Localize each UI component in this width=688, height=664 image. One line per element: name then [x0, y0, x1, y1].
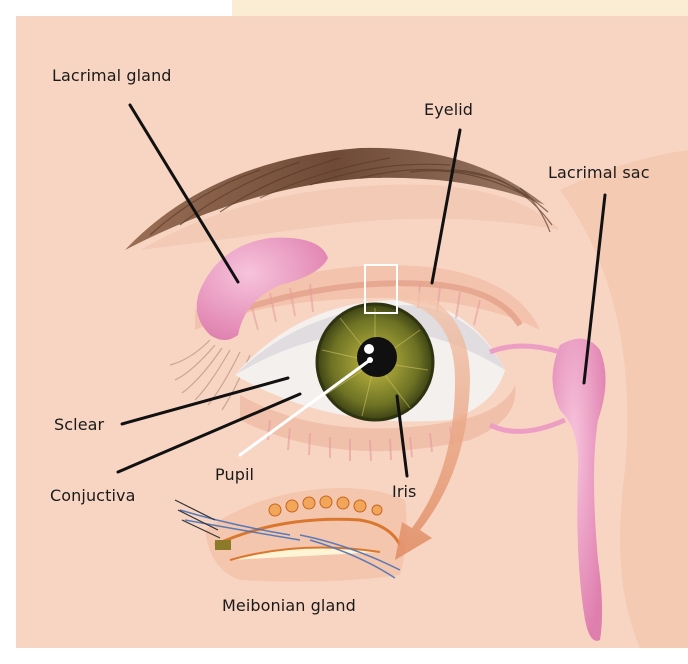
top-banner — [232, 0, 688, 16]
label-sclear: Sclear — [54, 415, 104, 434]
label-pupil: Pupil — [215, 465, 254, 484]
label-lacrimal-sac: Lacrimal sac — [548, 163, 650, 182]
label-conjuctiva: Conjuctiva — [50, 486, 135, 505]
label-iris: Iris — [392, 482, 416, 501]
label-eyelid: Eyelid — [424, 100, 473, 119]
pupil-highlight — [364, 344, 374, 354]
pupil — [357, 337, 397, 377]
pupil-dot — [367, 357, 373, 363]
label-lacrimal-gland: Lacrimal gland — [52, 66, 172, 85]
label-meibonian-gland: Meibonian gland — [222, 596, 356, 615]
